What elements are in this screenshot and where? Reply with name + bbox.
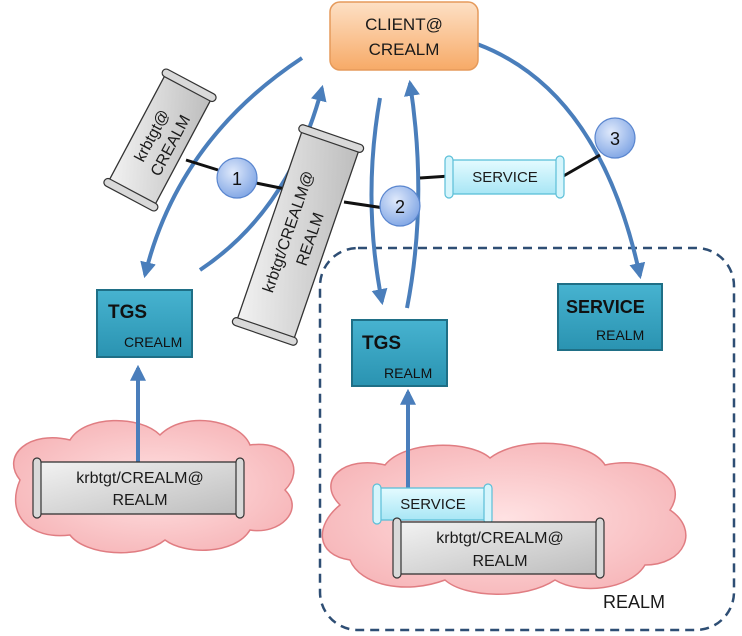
cloud-left-ticket: krbtgt/CREALM@ REALM (32, 457, 245, 519)
svg-text:REALM: REALM (112, 492, 167, 509)
svg-text:CREALM: CREALM (369, 40, 440, 59)
svg-text:3: 3 (610, 129, 620, 149)
svg-text:TGS: TGS (108, 302, 147, 323)
ticket-krbtgt-crealm: krbtgt@ CREALM (103, 68, 217, 212)
connector-ticket-krbtgt-crealm (185, 158, 219, 172)
arrow-tgs-crealm-to-client (198, 84, 327, 272)
svg-text:SERVICE: SERVICE (400, 496, 466, 513)
svg-text:krbtgt/CREALM@: krbtgt/CREALM@ (76, 470, 203, 487)
step-3-badge: 3 (594, 117, 636, 159)
ticket-krbtgt-cross-realm: krbtgt/CREALM@ REALM (231, 124, 365, 346)
cloud-right-krbtgt-ticket: krbtgt/CREALM@ REALM (392, 517, 605, 579)
arrow-client-to-tgs-realm (369, 97, 388, 306)
svg-text:REALM: REALM (384, 365, 432, 381)
ticket-service: SERVICE (444, 155, 565, 199)
svg-text:REALM: REALM (596, 327, 644, 343)
svg-text:REALM: REALM (472, 553, 527, 570)
arrow-client-to-tgs-crealm (140, 56, 304, 279)
connector-cross-ticket-step2 (343, 200, 385, 210)
svg-text:SERVICE: SERVICE (566, 297, 645, 317)
realm-label: REALM (603, 592, 665, 612)
svg-text:SERVICE: SERVICE (472, 169, 538, 186)
service-realm-node: SERVICE REALM (557, 283, 663, 351)
tgs-realm-node: TGS REALM (351, 319, 448, 387)
svg-text:TGS: TGS (362, 333, 401, 354)
svg-text:CREALM: CREALM (124, 334, 182, 350)
step-2-badge: 2 (379, 185, 421, 227)
svg-text:2: 2 (395, 197, 405, 217)
realm-boundary (318, 246, 736, 632)
connector-service-ticket-step3 (559, 153, 601, 180)
arrow-client-to-service (476, 42, 646, 280)
step-1-badge: 1 (216, 157, 258, 199)
svg-text:CLIENT@: CLIENT@ (365, 15, 443, 34)
tgs-crealm-node: TGS CREALM (96, 289, 193, 358)
cloud-right-service-ticket: SERVICE (372, 483, 493, 525)
svg-text:krbtgt/CREALM@: krbtgt/CREALM@ (436, 530, 563, 547)
svg-text:1: 1 (232, 169, 242, 189)
client-node: CLIENT@ CREALM (329, 1, 479, 71)
